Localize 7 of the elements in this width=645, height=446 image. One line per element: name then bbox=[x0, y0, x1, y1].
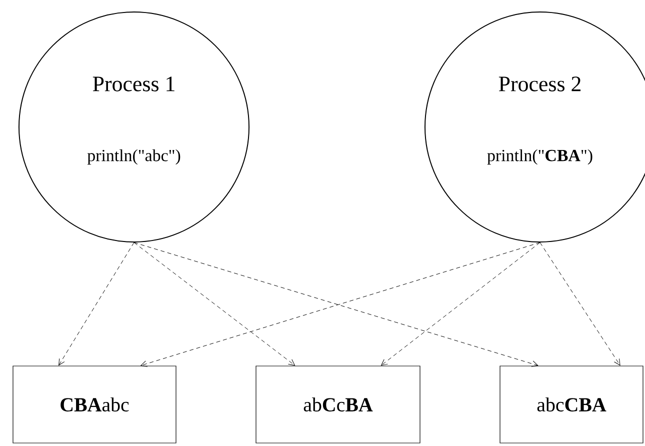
arrow bbox=[381, 242, 540, 366]
arrow bbox=[540, 242, 620, 366]
output-box: CBAabc bbox=[12, 366, 176, 444]
output-box: abCcBA bbox=[256, 366, 420, 444]
arrow bbox=[134, 242, 296, 366]
arrow bbox=[58, 242, 134, 366]
output-box: abcCBA bbox=[500, 366, 644, 444]
